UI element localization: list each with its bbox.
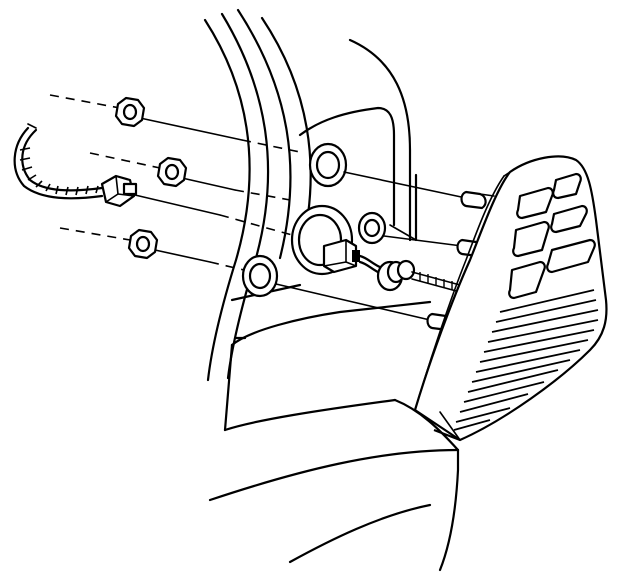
nut — [114, 96, 188, 260]
bulb-socket — [322, 238, 461, 293]
lamp-reflector-grille — [453, 289, 599, 431]
bumper — [208, 300, 460, 572]
body-panel — [203, 8, 418, 382]
lamp-lens-windows — [508, 172, 596, 300]
grommet — [241, 142, 387, 298]
alignment-lines — [49, 94, 301, 271]
lamp-assembly — [413, 155, 608, 442]
connector — [100, 174, 138, 208]
wire-harness — [13, 123, 104, 200]
